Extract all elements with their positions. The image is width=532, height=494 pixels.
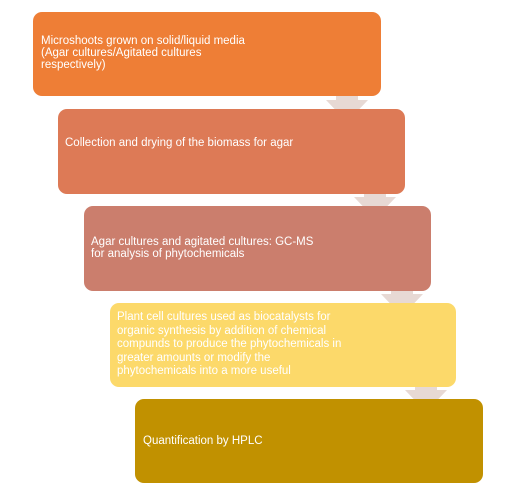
step-text-line: Agar cultures and agitated cultures: GC-… [91, 236, 314, 248]
step-text-line: phytochemicals into a more useful [117, 365, 291, 377]
process-step-5: Quantification by HPLC [135, 399, 483, 483]
step-2-text: Collection and drying of the biomass for… [65, 137, 293, 149]
step-5-text: Quantification by HPLC [143, 435, 263, 447]
step-text-line: respectively) [41, 59, 106, 71]
process-step-1: Microshoots grown on solid/liquid media … [33, 12, 381, 96]
step-text-line: for analysis of phytochemicals [91, 248, 245, 260]
process-step-2: Collection and drying of the biomass for… [58, 109, 405, 194]
process-step-3: Agar cultures and agitated cultures: GC-… [84, 206, 431, 291]
step-text-line: organic synthesis by addition of chemica… [117, 324, 327, 337]
step-3-text: Agar cultures and agitated cultures: GC-… [91, 236, 313, 260]
step-4-text: Plant cell cultures used as biocatalysts… [117, 311, 341, 379]
step-text-line: greater amounts or modify the [117, 351, 271, 364]
step-1-text: Microshoots grown on solid/liquid media … [41, 35, 245, 71]
step-text-line: Collection and drying of the biomass for… [65, 137, 294, 149]
step-text-line: (Agar cultures/Agitated cultures [41, 47, 202, 59]
step-text-line: Microshoots grown on solid/liquid media [41, 35, 245, 47]
step-text-line: Quantification by HPLC [143, 435, 263, 447]
process-step-4: Plant cell cultures used as biocatalysts… [110, 303, 456, 387]
step-text-line: compunds to produce the phytochemicals i… [117, 338, 342, 350]
step-text-line: Plant cell cultures used as biocatalysts… [117, 311, 331, 323]
